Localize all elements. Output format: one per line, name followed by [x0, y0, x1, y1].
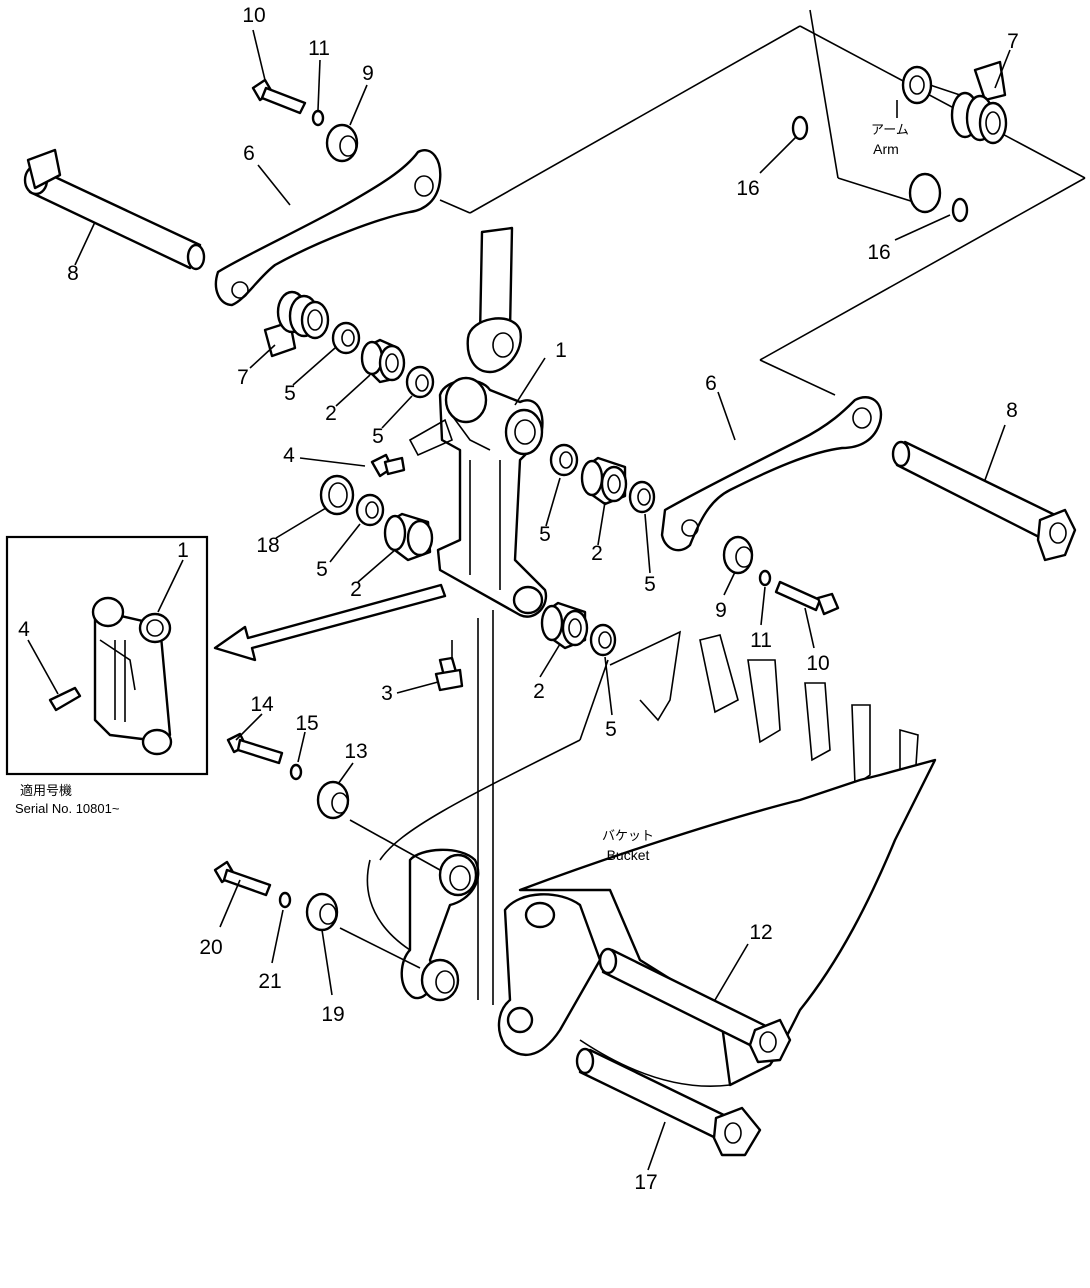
callout-2-b: 2	[350, 578, 362, 601]
part-18-washer	[319, 474, 355, 516]
part-11-washer-right	[758, 569, 772, 587]
part-16-oring-a	[791, 115, 809, 141]
arm-label-en: Arm	[873, 141, 899, 157]
callout-17: 17	[634, 1171, 657, 1194]
leader-4-inset	[27, 639, 59, 695]
callout-6-right: 6	[705, 372, 717, 395]
part-5-bushing-e	[628, 480, 656, 514]
callout-19: 19	[321, 1003, 344, 1026]
part-8-pin-left	[23, 148, 206, 271]
arm-label-jp: アーム	[871, 122, 909, 137]
part-15-washer	[289, 763, 303, 781]
callout-20: 20	[199, 936, 222, 959]
callout-2-a: 2	[325, 402, 337, 425]
bucket-label-en: Bucket	[607, 847, 650, 863]
part-14-bolt	[226, 732, 284, 765]
part-8-pin-right	[891, 440, 1077, 562]
part-5-bushing-c	[355, 493, 385, 527]
callout-1-inset: 1	[177, 539, 189, 562]
part-5-bushing-a	[331, 321, 361, 355]
part-5-bushing-d	[549, 443, 579, 477]
callout-2-c: 2	[591, 542, 603, 565]
part-17-pin	[575, 1047, 762, 1157]
arm-outline	[439, 9, 1086, 396]
callout-14: 14	[250, 693, 274, 716]
part-16-oring-b	[951, 197, 969, 223]
part-3-grease-fitting	[434, 656, 464, 692]
serial-label-jp: 適用号機	[20, 783, 72, 798]
callout-10-upper: 10	[242, 4, 265, 27]
part-9-bushing-upper	[325, 123, 359, 163]
callout-10-right: 10	[806, 652, 829, 675]
part-4-grease-fitting	[370, 453, 406, 478]
part-9-bushing-right	[722, 535, 754, 575]
part-2-bushing-c	[580, 456, 628, 506]
part-6-link-right	[660, 396, 883, 552]
part-20-bolt	[213, 860, 272, 897]
part-5-bushing-f	[589, 623, 617, 657]
inset-arrow	[213, 583, 447, 662]
callout-8-right: 8	[1006, 399, 1018, 422]
callout-7-right: 7	[1007, 30, 1019, 53]
callout-4: 4	[283, 444, 295, 467]
part-13-bushing	[316, 780, 350, 820]
part-11-washer-upper	[311, 109, 325, 127]
callout-5-d: 5	[539, 523, 551, 546]
bucket	[366, 630, 937, 1087]
inset-serial-variant	[5, 535, 209, 776]
part-1-link	[408, 376, 548, 618]
part-7-seal-left	[263, 290, 330, 358]
callout-12: 12	[749, 921, 772, 944]
callout-5-b: 5	[372, 425, 384, 448]
callout-5-e: 5	[644, 573, 656, 596]
callout-18: 18	[256, 534, 279, 557]
callout-8-left: 8	[67, 262, 79, 285]
callout-16-a: 16	[736, 177, 759, 200]
callout-5-c: 5	[316, 558, 328, 581]
part-2-bushing-b	[383, 512, 434, 562]
callout-6-upper: 6	[243, 142, 255, 165]
part-10-bolt-right	[774, 580, 840, 616]
alignment-lines	[339, 610, 609, 1005]
callout-16-b: 16	[867, 241, 890, 264]
part-6-link-upper	[214, 149, 442, 307]
leader-lines	[74, 29, 1011, 1171]
callout-4-inset: 4	[18, 618, 30, 641]
part-21-washer	[278, 891, 292, 909]
callout-11-right: 11	[750, 629, 772, 652]
part-2-bushing-a	[360, 338, 406, 384]
callout-3: 3	[381, 682, 393, 705]
serial-label-en: Serial No. 10801~	[15, 801, 120, 816]
part-5-bushing-b	[405, 365, 435, 399]
leader-1-inset	[157, 559, 184, 613]
callout-21: 21	[258, 970, 281, 993]
callout-7-left: 7	[237, 366, 249, 389]
callout-2-d: 2	[533, 680, 545, 703]
callout-9-upper: 9	[362, 62, 374, 85]
part-12-pin	[598, 947, 792, 1064]
part-2-bushing-d	[540, 601, 589, 650]
part-10-bolt-upper	[251, 78, 307, 115]
arm-cylinder-rod	[466, 226, 522, 374]
callout-5-a: 5	[284, 382, 296, 405]
callout-1: 1	[555, 339, 567, 362]
part-19-bushing	[305, 892, 339, 932]
callout-11-upper: 11	[308, 37, 330, 60]
callout-13: 13	[344, 740, 367, 763]
part-7-upper	[950, 60, 1008, 145]
callout-15: 15	[295, 712, 318, 735]
bucket-label-jp: バケット	[602, 828, 654, 843]
callout-5-f: 5	[605, 718, 617, 741]
callout-9-right: 9	[715, 599, 727, 622]
